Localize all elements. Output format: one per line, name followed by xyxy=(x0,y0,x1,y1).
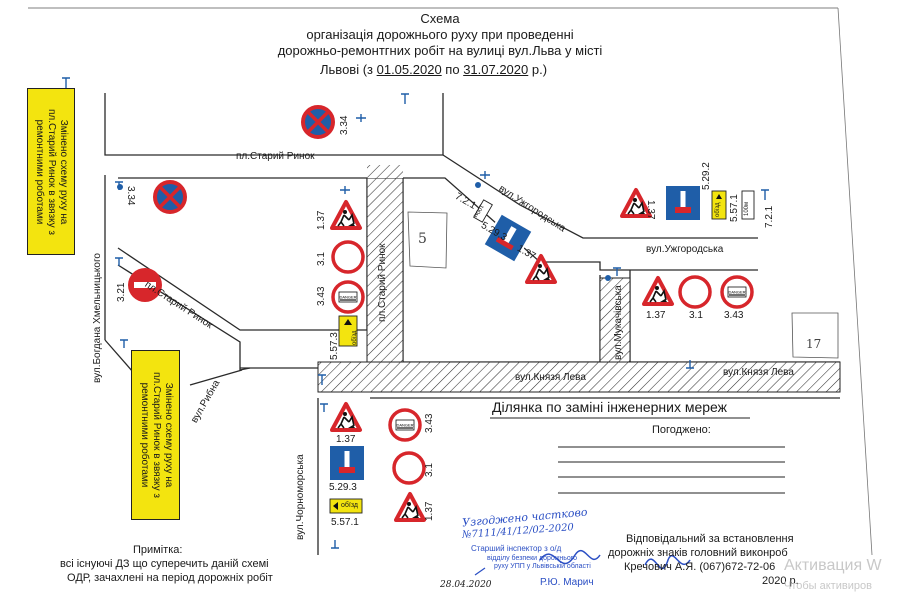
responsible-line-1: Відповідальний за встановлення xyxy=(626,533,794,545)
code-137-b: 1.37 xyxy=(646,310,666,321)
note-heading: Примітка: xyxy=(133,544,183,556)
section-label: Ділянка по заміні інженерних мереж xyxy=(492,399,728,415)
street-stary-rynok-top: пл.Старий Ринок xyxy=(236,151,315,162)
title-line-3: дорожньо-ремонтгних робіт на вулиці вул.… xyxy=(277,43,603,58)
note-text-top: Змінено схему руху на пл.Старий Ринок в … xyxy=(34,108,69,235)
svg-text:DANGER: DANGER xyxy=(396,423,413,428)
note-text-bottom: Змінено схему руху на пл.Старий Ринок в … xyxy=(138,371,174,499)
stamp-line-5: руху УПП у Львівській області xyxy=(494,563,591,570)
responsible-line-4: 2020 р. xyxy=(762,575,799,587)
detour-text-a: обїзд xyxy=(352,330,358,345)
code-343-b: 3.43 xyxy=(724,310,744,321)
title-suffix: р.) xyxy=(528,62,548,77)
approved-label: Погоджено: xyxy=(652,424,711,436)
date-from: 01.05.2020 xyxy=(376,62,442,77)
scheme-change-note-bottom: Змінено схему руху на пл.Старий Ринок в … xyxy=(131,350,180,520)
code-5293: 5.29.3 xyxy=(329,482,357,493)
code-334-left: 3.34 xyxy=(125,186,136,206)
note-line-1: всі існуючі ДЗ що суперечить даній схемі xyxy=(60,558,269,570)
responsible-line-2: дорожніх знаків головний виконроб xyxy=(608,547,788,559)
activation-watermark-1: Активация W xyxy=(784,557,882,574)
activation-watermark-2: Чтобы активиров xyxy=(784,580,872,592)
stamp-line-3: Старший інспектор з о/д xyxy=(471,544,562,553)
handwritten-17: 17 xyxy=(806,337,822,351)
stamp-name: Р.Ю. Марич xyxy=(540,577,594,588)
code-31-a: 3.1 xyxy=(316,252,327,266)
street-uzhhorodska: вул.Ужгородська xyxy=(646,244,724,255)
title-mid: по xyxy=(441,62,464,77)
svg-text:DANGER: DANGER xyxy=(728,290,745,295)
street-chornomorska: вул.Чорноморська xyxy=(295,454,306,540)
street-stary-rynok-vert: пл.Старий Ринок xyxy=(377,243,388,322)
code-334-top: 3.34 xyxy=(339,115,350,135)
street-mukachivska: вул.Мукачівська xyxy=(613,285,624,360)
street-kniazia-lva-1: вул.Князя Лева xyxy=(515,372,586,383)
svg-text:DANGER: DANGER xyxy=(339,295,356,300)
code-31-b: 3.1 xyxy=(689,310,703,321)
street-kniazia-lva-2: вул.Князя Лева xyxy=(723,367,794,378)
code-5573: 5.57.3 xyxy=(329,332,340,360)
detour-text-right: обїзд xyxy=(715,202,721,217)
code-31-c: 3.1 xyxy=(424,463,435,477)
note-line-2: ОДР, зачахлені на період дорожніх робіт xyxy=(67,572,273,584)
title-prefix: Львові (з xyxy=(320,62,377,77)
title-line-4: Львові (з 01.05.2020 по 31.07.2020 р.) xyxy=(320,63,547,76)
handwritten-5: 5 xyxy=(418,231,427,247)
detour-text-b: обїзд xyxy=(341,502,358,509)
title-line-2: організація дорожнього руху при проведен… xyxy=(306,27,574,42)
stamp-date: 28.04.2020 xyxy=(440,580,492,590)
responsible-line-3: Кречович А.Я. (067)672-72-06 xyxy=(624,561,776,573)
scheme-change-note-top: Змінено схему руху на пл.Старий Ринок в … xyxy=(27,88,75,255)
code-721-right: 7.2.1 xyxy=(764,205,775,228)
code-137-right: 1.37 xyxy=(645,200,656,220)
code-5571-right: 5.57.1 xyxy=(729,194,740,222)
code-321: 3.21 xyxy=(116,282,127,302)
code-137-a: 1.37 xyxy=(316,210,327,230)
code-5292: 5.29.2 xyxy=(701,162,712,190)
date-to: 31.07.2020 xyxy=(463,62,529,77)
stamp-line-4: відділу безпеки дорожнього xyxy=(487,555,578,562)
distance-text-right: 100м xyxy=(744,201,750,216)
code-137-c: 1.37 xyxy=(336,434,356,445)
code-5571: 5.57.1 xyxy=(331,517,359,528)
code-137-d: 1.37 xyxy=(424,501,435,521)
code-343-a: 3.43 xyxy=(316,286,327,306)
title-line-1: Схема xyxy=(420,11,460,26)
street-khmelnytskoho: вул.Богдана Хмельницького xyxy=(92,253,103,383)
code-343-c: 3.43 xyxy=(424,413,435,433)
